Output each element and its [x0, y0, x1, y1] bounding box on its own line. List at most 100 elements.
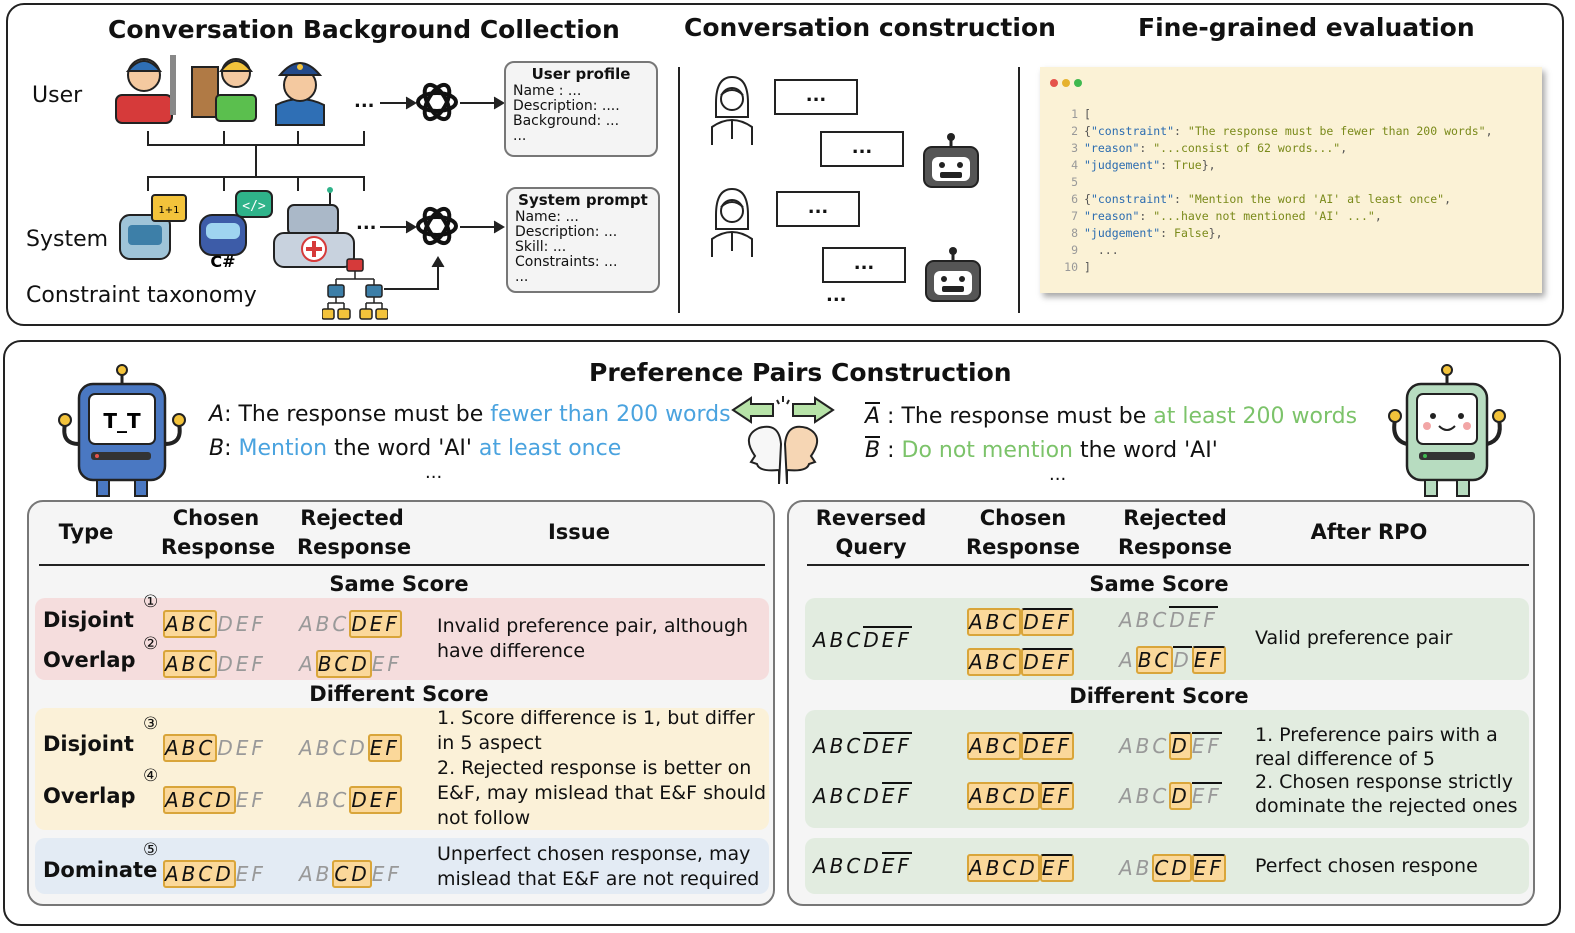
- code-line-number: 6: [1071, 192, 1078, 206]
- marker-4: ④: [143, 766, 159, 786]
- sequence-segment: DEF: [863, 626, 912, 652]
- code-token: :: [1160, 158, 1175, 172]
- sequence-segment: ABCD: [967, 854, 1040, 882]
- code-token: :: [1139, 141, 1154, 155]
- window-dot-yellow: [1062, 79, 1070, 87]
- sequence-segment: ABC: [163, 610, 218, 638]
- dominate-band: [35, 838, 769, 894]
- conversation-ellipsis: ...: [826, 285, 847, 306]
- sequence-segment: EF: [1191, 782, 1222, 808]
- constraint-a-letter: A: [209, 402, 225, 427]
- sequence-segment: CD: [332, 860, 372, 888]
- code-token: "constraint": [1090, 192, 1175, 206]
- user-person-icon: [711, 187, 753, 257]
- left-table-panel: Type Chosen Response Rejected Response I…: [27, 500, 775, 906]
- user-profile-line: Name : ...: [513, 83, 582, 99]
- sequence-segment: ABC: [163, 734, 218, 762]
- sequence-segment: EF: [371, 862, 402, 886]
- system-prompt-line: Name: ...: [515, 209, 579, 225]
- reversed-query-seq: ABCDEF: [813, 852, 912, 878]
- top-panel: Conversation Background Collection Conve…: [6, 3, 1564, 326]
- sequence-segment: ABC: [967, 732, 1022, 760]
- user-avatars-icon: [115, 55, 325, 126]
- evaluation-code-window: 1[2{"constraint": "The response must be …: [1040, 67, 1542, 293]
- constraint-b-letter: B: [209, 436, 225, 461]
- section-same-score: Same Score: [329, 572, 469, 596]
- sequence-segment: ABCD: [163, 786, 236, 814]
- marker-3: ③: [143, 714, 159, 734]
- user-message-bubble: ...: [774, 79, 858, 115]
- col-header-chosen: Chosen Response: [965, 506, 1081, 559]
- sequence-segment: DEF: [1021, 648, 1074, 676]
- svg-text:</>: </>: [242, 199, 266, 214]
- code-line-number: 1: [1071, 107, 1078, 121]
- same-score-band: [35, 598, 769, 680]
- code-line: 1[: [1054, 107, 1091, 121]
- issue-dominate: Unperfect chosen response, may mislead t…: [437, 843, 760, 890]
- sequence-segment: ABCD: [163, 860, 236, 888]
- sequence-segment: ABC: [967, 648, 1022, 676]
- sequence-segment: D: [1169, 782, 1192, 810]
- col-header-rejected: Rejected Response: [297, 506, 412, 559]
- sequence-segment: A: [1119, 648, 1136, 672]
- reversed-b-highlight: Do not mention: [901, 438, 1073, 463]
- col-header-reversed-query: Reversed Query: [815, 506, 927, 559]
- code-token: "judgement": [1084, 158, 1161, 172]
- code-line-number: 8: [1071, 226, 1078, 240]
- user-profile-line: ...: [513, 128, 527, 144]
- sequence-segment: D: [1169, 732, 1192, 760]
- sequence-segment: ABCD: [813, 854, 882, 878]
- user-profile-title: User profile: [531, 65, 631, 83]
- assistant-message-bubble: ...: [820, 131, 904, 167]
- issue-dominate: Perfect chosen respone: [1255, 855, 1478, 877]
- section-title-evaluation: Fine-grained evaluation: [1138, 13, 1475, 42]
- sequence-segment: ABCD: [967, 782, 1040, 810]
- constraint-a-line: A: The response must be fewer than 200 w…: [209, 402, 731, 427]
- user-profile-line: Description: ....: [513, 98, 620, 114]
- sequence-segment: EF: [235, 862, 266, 886]
- header-rule: [807, 564, 1529, 566]
- code-token: {: [1084, 192, 1091, 206]
- row-label-taxonomy: Constraint taxonomy: [26, 283, 257, 308]
- sequence-segment: BC: [1135, 646, 1174, 674]
- row-label-system: System: [26, 227, 109, 252]
- constraint-a-highlight: fewer than 200 words: [490, 402, 731, 427]
- code-line-number: 4: [1071, 158, 1078, 172]
- svg-text:T_T: T_T: [103, 409, 141, 433]
- bot-icon: [925, 247, 981, 302]
- constraint-b-line: B: Mention the word 'AI' at least once: [209, 436, 621, 461]
- code-line: 3"reason": "...consist of 62 words...",: [1054, 141, 1347, 155]
- divider-2: [1018, 67, 1020, 313]
- code-line-number: 2: [1071, 124, 1078, 138]
- sequence-segment: DEF: [863, 732, 912, 758]
- reversed-b-prefix: :: [880, 438, 902, 463]
- type-disjoint: Disjoint: [43, 608, 134, 632]
- sequence-segment: ABC: [967, 608, 1022, 636]
- sequence-segment: EF: [235, 788, 266, 812]
- marker-1: ①: [143, 592, 159, 612]
- section-title-construction: Conversation construction: [684, 13, 1056, 42]
- section-different-score: Different Score: [1069, 684, 1249, 708]
- assistant-message-bubble: ...: [822, 247, 906, 283]
- sequence-segment: A: [299, 652, 316, 676]
- issue-same-score: Invalid preference pair, although have d…: [437, 615, 749, 662]
- constraint-b-highlight-1: Mention: [238, 436, 328, 461]
- sequence-segment: EF: [371, 652, 402, 676]
- code-token: "Mention the word 'AI' at least once": [1187, 192, 1445, 206]
- issue-same-score: Valid preference pair: [1255, 627, 1453, 649]
- sequence-segment: EF: [1039, 854, 1074, 882]
- type-dominate: Dominate: [43, 858, 158, 882]
- col-header-type: Type: [58, 520, 114, 544]
- reversed-constraint-a-line: A : The response must be at least 200 wo…: [865, 402, 1357, 429]
- row-label-user: User: [32, 83, 83, 108]
- sequence-segment: D: [1173, 646, 1192, 672]
- user-profile-card: User profile Name : ... Description: ...…: [504, 61, 658, 157]
- header-rule: [39, 564, 765, 566]
- code-line: 4"judgement": True},: [1054, 158, 1216, 172]
- col-header-rejected: Rejected Response: [1117, 506, 1233, 559]
